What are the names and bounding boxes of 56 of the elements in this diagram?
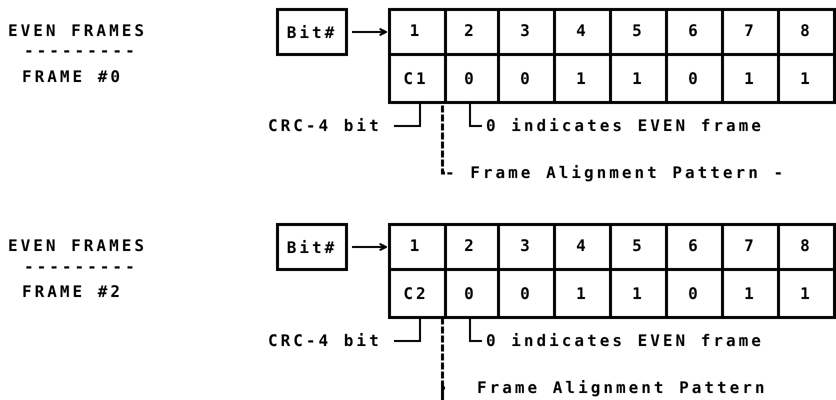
arrow: [352, 28, 387, 36]
bit-value: 1: [612, 56, 668, 104]
annotation-text: 0 indicates EVEN frame: [486, 116, 816, 136]
bit-value: 1: [724, 56, 780, 104]
bit-number: 1: [388, 8, 447, 56]
header-label-box: Bit#: [276, 8, 348, 56]
annotation-text: - Frame Alignment Pattern -: [445, 163, 835, 183]
leader-line: [394, 104, 421, 127]
header-label-box: Bit#: [276, 223, 348, 271]
bit-table: [388, 223, 836, 319]
bit-value: 0: [500, 56, 556, 104]
divider-text: ---------: [24, 258, 138, 276]
frame-label: FRAME #2: [22, 283, 124, 301]
bit-value: 0: [668, 56, 724, 104]
bit-value: 0: [444, 56, 500, 104]
annotation-text: CRC-4 bit: [268, 116, 398, 136]
annotation-text: CRC-4 bit: [268, 331, 398, 351]
bit-value: 1: [556, 56, 612, 104]
bit-number: 5: [612, 223, 668, 271]
frame-label: FRAME #0: [22, 68, 124, 86]
bit-number: 6: [668, 223, 724, 271]
leader-line: [441, 104, 445, 174]
bit-number: 8: [780, 223, 836, 271]
annotation-text: Frame Alignment Pattern: [445, 378, 835, 398]
annotation-text: 0 indicates EVEN frame: [486, 331, 816, 351]
arrow: [352, 242, 387, 252]
leader-line: [469, 104, 482, 127]
bit-number: 2: [444, 223, 500, 271]
bit-number: 4: [556, 223, 612, 271]
frame-label: EVEN FRAMES: [8, 22, 147, 40]
bit-number: 7: [724, 223, 780, 271]
leader-line: [469, 319, 482, 342]
bit-value: 1: [556, 271, 612, 319]
bit-value: 1: [612, 271, 668, 319]
bit-number: 1: [388, 223, 447, 271]
bit-value: 1: [780, 271, 836, 319]
bit-number: 7: [724, 8, 780, 56]
divider-text: ---------: [24, 42, 138, 60]
leader-line: [441, 319, 445, 400]
bit-number: 5: [612, 8, 668, 56]
bit-number: 4: [556, 8, 612, 56]
frame-label: EVEN FRAMES: [8, 237, 147, 255]
bit-table: [388, 8, 836, 104]
bit-value: 0: [668, 271, 724, 319]
bit-number: 3: [500, 8, 556, 56]
bit-number: 2: [444, 8, 500, 56]
leader-line: [394, 319, 421, 342]
bit-value: C2: [388, 271, 447, 319]
bit-number: 3: [500, 223, 556, 271]
bit-value: 0: [500, 271, 556, 319]
bit-number: 6: [668, 8, 724, 56]
bit-value: 1: [724, 271, 780, 319]
bit-value: C1: [388, 56, 447, 104]
bit-value: 0: [444, 271, 500, 319]
bit-number: 8: [780, 8, 836, 56]
bit-value: 1: [780, 56, 836, 104]
